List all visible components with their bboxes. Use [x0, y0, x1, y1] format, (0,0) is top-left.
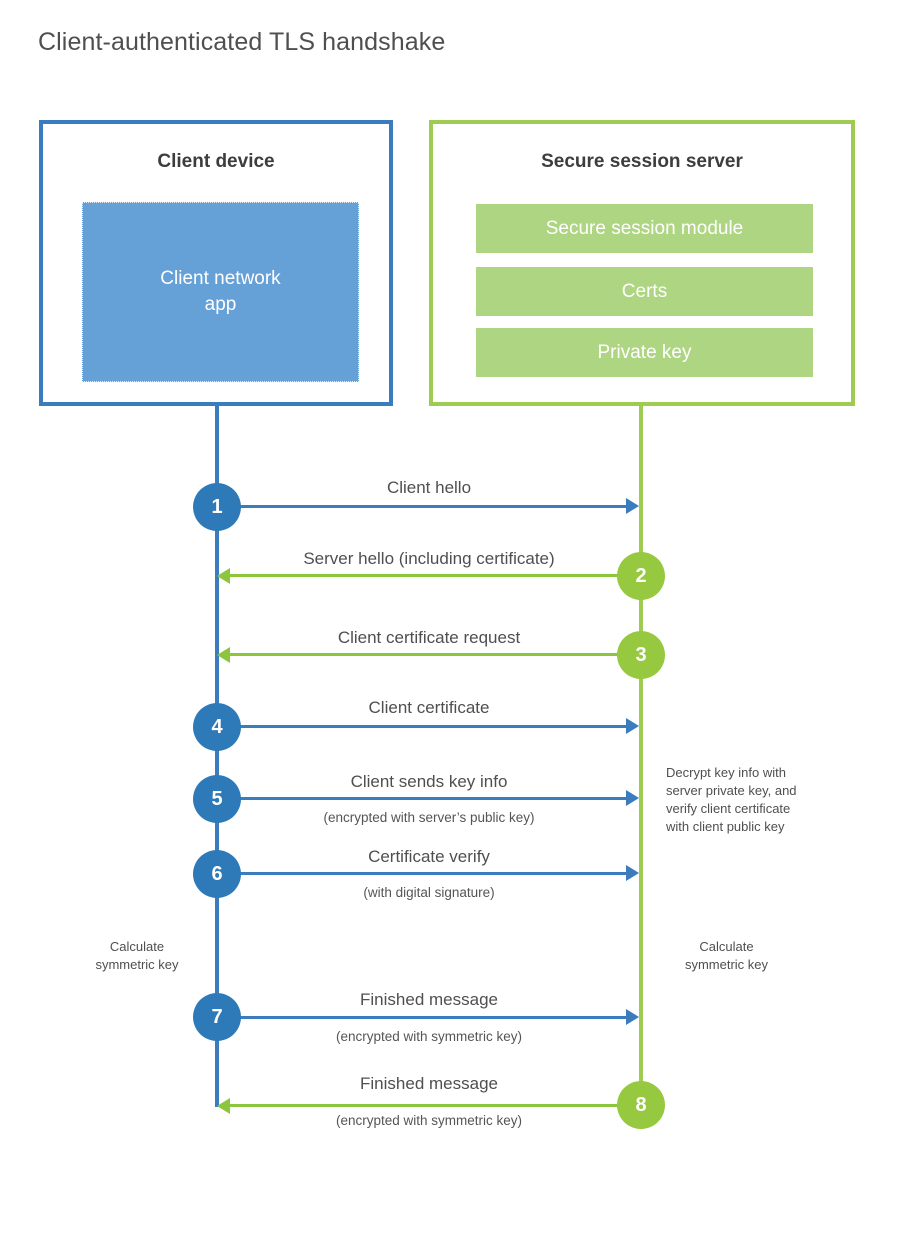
- step-5-circle[interactable]: 5: [193, 775, 241, 823]
- step-8-sublabel: (encrypted with symmetric key): [335, 1113, 523, 1128]
- client-network-app-block: Client network app: [82, 202, 359, 382]
- step-4-arrow-line: [217, 725, 626, 728]
- step-1-arrow-head-right-icon: [626, 498, 639, 514]
- server-lifeline: [639, 404, 643, 1106]
- step-8-arrow-head-left-icon: [217, 1098, 230, 1114]
- step-2-label: Server hello (including certificate): [303, 549, 555, 568]
- server-block-secure-session-module: Secure session module: [476, 204, 813, 253]
- step-3-arrow-head-left-icon: [217, 647, 230, 663]
- step-6-circle[interactable]: 6: [193, 850, 241, 898]
- step-2-circle[interactable]: 2: [617, 552, 665, 600]
- step-7-arrow-line: [217, 1016, 626, 1019]
- step-5-arrow-line: [217, 797, 626, 800]
- step-5-label: Client sends key info: [350, 772, 508, 791]
- step-3-circle[interactable]: 3: [617, 631, 665, 679]
- server-calculate-symmetric-key-annotation: Calculate symmetric key: [684, 939, 769, 972]
- step-6-arrow-line: [217, 872, 626, 875]
- client-device-box: Client device Client network app: [39, 120, 393, 406]
- server-block-certs: Certs: [476, 267, 813, 316]
- step-4-arrow-head-right-icon: [626, 718, 639, 734]
- client-device-title: Client device: [157, 151, 275, 172]
- step-8-label: Finished message: [360, 1074, 498, 1093]
- step-6-label: Certificate verify: [368, 847, 490, 866]
- page-title: Client-authenticated TLS handshake: [38, 28, 446, 56]
- step-4-label: Client certificate: [368, 698, 490, 717]
- server-decrypt-annotation: Decrypt key info with server private key…: [666, 765, 797, 834]
- step-5-arrow-head-right-icon: [626, 790, 639, 806]
- secure-session-server-title: Secure session server: [541, 151, 743, 172]
- client-calculate-symmetric-key-annotation: Calculate symmetric key: [95, 939, 179, 972]
- step-7-sublabel: (encrypted with symmetric key): [335, 1029, 523, 1044]
- step-7-label: Finished message: [360, 990, 498, 1009]
- step-8-arrow-line: [230, 1104, 641, 1107]
- step-2-arrow-line: [230, 574, 641, 577]
- step-3-label: Client certificate request: [337, 628, 521, 647]
- step-8-circle[interactable]: 8: [617, 1081, 665, 1129]
- step-4-circle[interactable]: 4: [193, 703, 241, 751]
- client-lifeline: [215, 404, 219, 1107]
- step-1-arrow-line: [217, 505, 626, 508]
- step-6-arrow-head-right-icon: [626, 865, 639, 881]
- step-3-arrow-line: [230, 653, 641, 656]
- step-7-arrow-head-right-icon: [626, 1009, 639, 1025]
- step-2-arrow-head-left-icon: [217, 568, 230, 584]
- secure-session-server-box: Secure session server Secure session mod…: [429, 120, 855, 406]
- step-5-sublabel: (encrypted with server’s public key): [323, 810, 535, 825]
- step-1-circle[interactable]: 1: [193, 483, 241, 531]
- server-block-private-key: Private key: [476, 328, 813, 377]
- step-1-label: Client hello: [386, 478, 472, 497]
- step-6-sublabel: (with digital signature): [363, 885, 495, 900]
- step-7-circle[interactable]: 7: [193, 993, 241, 1041]
